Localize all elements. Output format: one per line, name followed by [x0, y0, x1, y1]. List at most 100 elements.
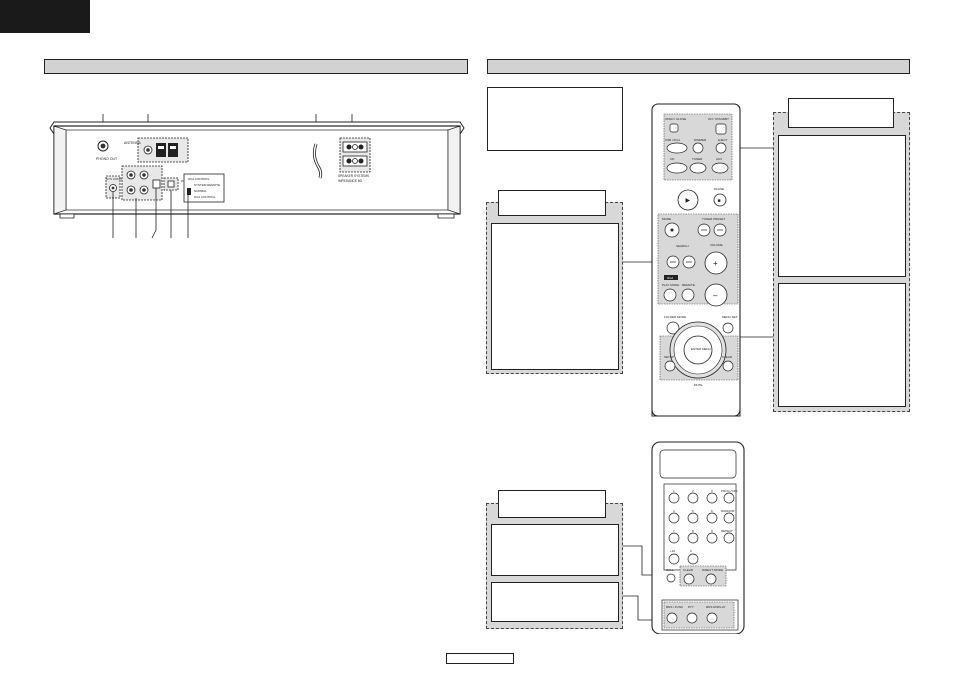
num-9-button[interactable] [706, 532, 718, 544]
aux-label: AUX [716, 157, 722, 161]
direct-mode-button[interactable] [705, 573, 717, 585]
remote-button[interactable] [681, 288, 695, 302]
tuner-label: TUNER [692, 157, 703, 161]
random-label: RANDOM [721, 509, 735, 513]
ipod-control-alt-label: iPod CONTROL [194, 195, 216, 199]
num-3-button[interactable] [706, 492, 718, 504]
usb-ipod-button[interactable] [666, 142, 688, 154]
rds-display-button[interactable] [706, 612, 718, 624]
on-standby-button[interactable] [715, 123, 727, 135]
rds-func-button[interactable] [666, 612, 678, 624]
stop-button[interactable] [713, 193, 727, 207]
num-8-label: 8 [692, 529, 694, 533]
on-standby-label: ON / STANDBY [708, 117, 729, 121]
lower-clear-label: CLEAR [683, 568, 694, 572]
enter-menu-button[interactable] [683, 335, 713, 365]
lower-callout-text-box-1 [491, 524, 619, 576]
ipod-control-label: iPod CONTROL [188, 177, 210, 181]
rear-panel-section-bar [44, 59, 468, 74]
num-6-label: 6 [711, 509, 713, 513]
open-close-label: OPEN / CLOSE [665, 117, 686, 121]
prog-dir-label: PROG / DIR [721, 489, 738, 493]
page-number-box [446, 653, 514, 664]
search-label: SEARCH [676, 244, 689, 248]
right-callout-text-box-2 [778, 283, 906, 407]
remote-section-bar [487, 59, 910, 74]
num-1-button[interactable] [668, 492, 680, 504]
enter-menu-label: ENTER MENU [691, 347, 711, 351]
usb-ipod-label: USB / iPod [665, 138, 680, 142]
lower-callout-text-box-2 [491, 582, 619, 622]
setup-button[interactable] [664, 360, 676, 372]
volume-up-button[interactable] [704, 251, 728, 275]
repeat-label: REPEAT [721, 529, 733, 533]
cd-button[interactable] [666, 162, 688, 174]
num-5-button[interactable] [687, 512, 699, 524]
menu-set-button[interactable] [722, 322, 734, 334]
stop-symbol: ■ [718, 198, 721, 204]
random-button[interactable] [723, 512, 735, 524]
right-callout-title-box [788, 98, 894, 128]
num-4-label: 4 [673, 509, 675, 513]
tuner-button[interactable] [689, 162, 707, 174]
eject-button[interactable] [715, 142, 727, 154]
num-2-label: 2 [692, 489, 694, 493]
normal-label: NORMAL [194, 189, 207, 193]
play-mode-button[interactable] [663, 288, 677, 302]
sys-control-label: SYS CONTROL [106, 177, 128, 181]
remote-note-box [487, 87, 623, 151]
volume-label: VOLUME [710, 243, 723, 247]
volume-minus-symbol: – [713, 291, 718, 300]
clear-button[interactable] [722, 360, 734, 372]
dimmer-button[interactable] [692, 142, 704, 154]
num-2-button[interactable] [687, 492, 699, 504]
antenna-label: ANTENNA [124, 141, 141, 145]
lower-callout-title-box [498, 490, 606, 518]
right-callout-panel [773, 98, 910, 412]
pty-button[interactable] [686, 612, 698, 624]
left-callout-text-box [491, 223, 619, 370]
num-1-label: 1 [673, 489, 675, 493]
speaker-systems-label: SPEAKER SYSTEMS [338, 174, 369, 178]
call-button[interactable] [666, 573, 676, 583]
aux-button[interactable] [711, 162, 729, 174]
left-callout-panel [486, 190, 623, 374]
num-4-button[interactable] [668, 512, 680, 524]
folder-mode-button[interactable] [666, 321, 680, 335]
dimmer-label: DIMMER [694, 138, 707, 142]
lower-clear-button[interactable] [683, 573, 695, 585]
cd-label: CD [670, 157, 675, 161]
num-6-button[interactable] [706, 512, 718, 524]
left-callout-title-box [498, 190, 606, 216]
language-tab [0, 0, 90, 33]
folder-mode-label: FOLDER MODE [664, 315, 686, 319]
mute-label: MUTE [694, 383, 703, 387]
call-label: CALL [666, 568, 674, 572]
rear-panel-illustration: PHONO OUT ANTENNA SPEAKER SYSTEMS IMPEDA… [49, 114, 465, 239]
lower-callout-panel [486, 490, 623, 629]
phono-out-label: PHONO OUT [96, 157, 118, 161]
play-symbol: ▶ [686, 198, 691, 204]
rds-func-label: RDS / FUNC [666, 605, 684, 609]
bottom-callout-lines [112, 188, 189, 239]
num-5-label: 5 [692, 509, 694, 513]
remote-label: REMOTE [682, 283, 695, 287]
num-0-button[interactable] [687, 553, 699, 565]
num-7-button[interactable] [668, 532, 680, 544]
direct-mode-label: DIRECT MODE [702, 568, 723, 572]
repeat-button[interactable] [723, 532, 735, 544]
right-callout-text-box-1 [778, 135, 906, 277]
impedance-label: IMPEDANCE 6Ω [338, 179, 363, 183]
num-10-button[interactable] [668, 553, 680, 565]
volume-down-button[interactable] [704, 283, 728, 307]
num-0-label: 0 [690, 549, 692, 553]
prog-dir-button[interactable] [723, 492, 735, 504]
tuner-preset-label: TUNER PRESET [702, 217, 725, 221]
play-button[interactable] [677, 189, 699, 211]
open-close-button[interactable] [669, 123, 679, 133]
pause-label: PAUSE [714, 187, 724, 191]
num-3-label: 3 [711, 489, 713, 493]
menu-set-label: MENU SET [722, 315, 738, 319]
num-8-button[interactable] [687, 532, 699, 544]
setup-label: SETUP [664, 355, 674, 359]
